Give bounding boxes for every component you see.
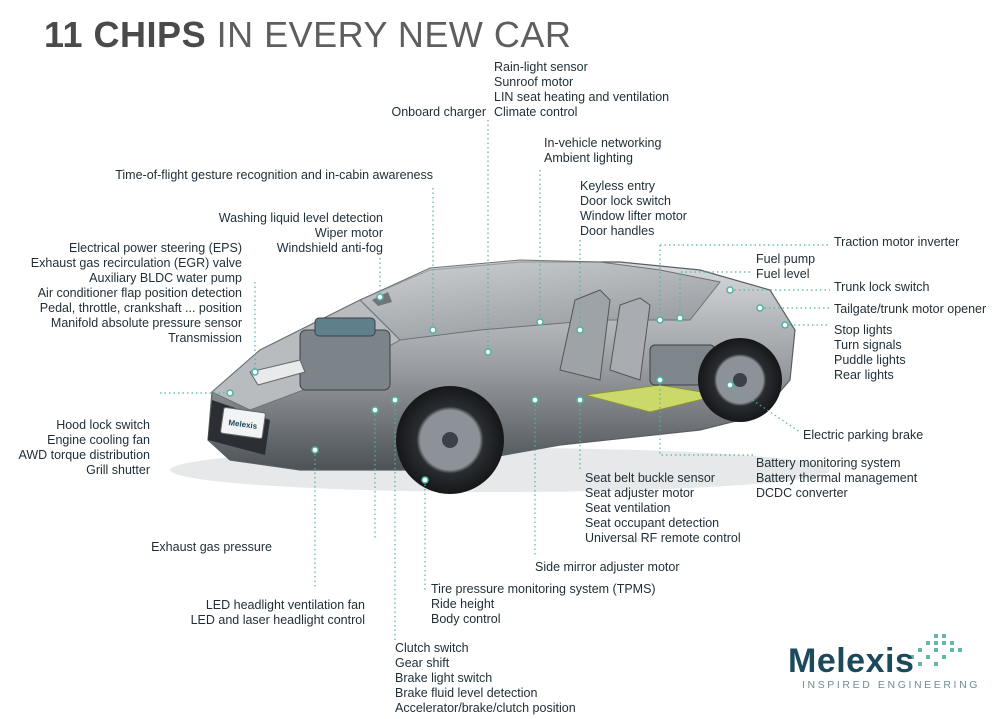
- engine: [299, 329, 391, 391]
- title-light: IN EVERY NEW CAR: [216, 14, 572, 55]
- headlight: [249, 359, 306, 386]
- label-led: LED headlight ventilation fan LED and la…: [190, 598, 365, 627]
- front-wheel-hub: [442, 432, 458, 448]
- page-title: 11 CHIPS IN EVERY NEW CAR: [44, 14, 571, 56]
- label-onboard-charger: Onboard charger: [391, 105, 486, 119]
- label-hood: Hood lock switch Engine cooling fan AWD …: [18, 418, 150, 477]
- seat-front: [559, 289, 611, 381]
- label-mirror: Side mirror adjuster motor: [535, 560, 680, 574]
- label-clutch: Clutch switch Gear shift Brake light swi…: [395, 641, 576, 715]
- label-traction: Traction motor inverter: [834, 235, 960, 249]
- title-bold: 11 CHIPS: [44, 14, 207, 55]
- label-exhaust: Exhaust gas pressure: [151, 540, 272, 554]
- leader-dots: [226, 286, 789, 484]
- label-seat: Seat belt buckle sensor Seat adjuster mo…: [585, 471, 741, 545]
- label-battery: Battery monitoring system Battery therma…: [756, 456, 918, 500]
- melexis-logo: Melexis INSPIRED ENGINEERING: [788, 642, 980, 691]
- engine-top: [314, 317, 376, 337]
- front-plate: [220, 406, 266, 440]
- label-tpms: Tire pressure monitoring system (TPMS) R…: [431, 582, 656, 626]
- label-tof: Time-of-flight gesture recognition and i…: [115, 168, 433, 182]
- label-keyless: Keyless entry Door lock switch Window li…: [580, 179, 687, 238]
- label-eps: Electrical power steering (EPS) Exhaust …: [30, 241, 242, 345]
- label-tailgate: Tailgate/trunk motor opener: [834, 302, 987, 316]
- label-networking: In-vehicle networking Ambient lighting: [544, 136, 662, 165]
- logo-dots-icon: [910, 634, 962, 666]
- label-trunk-lock: Trunk lock switch: [834, 280, 930, 294]
- leader-lines: [160, 120, 830, 640]
- logo-name: Melexis: [788, 642, 915, 680]
- label-stop-lights: Stop lights Turn signals Puddle lights R…: [834, 323, 906, 382]
- rear-wheel-hub: [733, 373, 747, 387]
- label-parking-brake: Electric parking brake: [803, 428, 924, 442]
- label-rain-light: Rain-light sensor Sunroof motor LIN seat…: [494, 60, 670, 119]
- car-badge: Melexis: [228, 418, 258, 431]
- label-washing: Washing liquid level detection Wiper mot…: [218, 211, 383, 255]
- label-fuel: Fuel pump Fuel level: [756, 252, 816, 281]
- seat-rear: [609, 297, 651, 381]
- logo-tagline: INSPIRED ENGINEERING: [802, 679, 981, 691]
